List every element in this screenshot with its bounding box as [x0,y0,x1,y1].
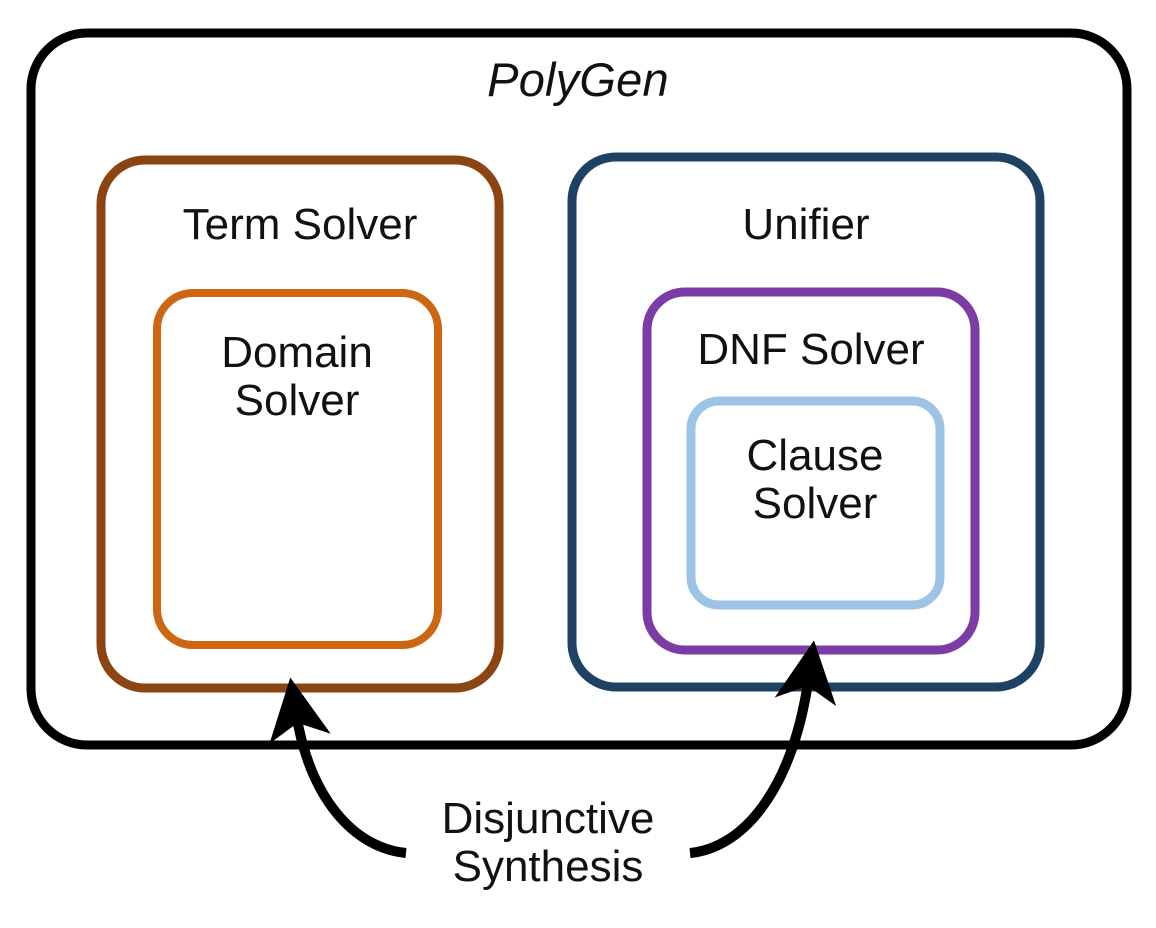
dnf-solver-label: DNF Solver [697,325,925,374]
arrow-to-dnf-solver [689,640,837,858]
polygen-outer-box [26,28,1132,750]
domain-solver-box[interactable] [153,289,442,649]
clause-solver-box[interactable] [686,396,945,610]
page-title: PolyGen [487,53,669,106]
disjunctive-synthesis-label: Disjunctive Synthesis [441,794,655,891]
unifier-label: Unifier [742,200,870,249]
domain-solver-label: Domain Solver [221,328,373,425]
term-solver-label: Term Solver [182,200,418,249]
clause-solver-label: Clause Solver [746,431,884,528]
arrow-to-term-solver [269,677,407,858]
